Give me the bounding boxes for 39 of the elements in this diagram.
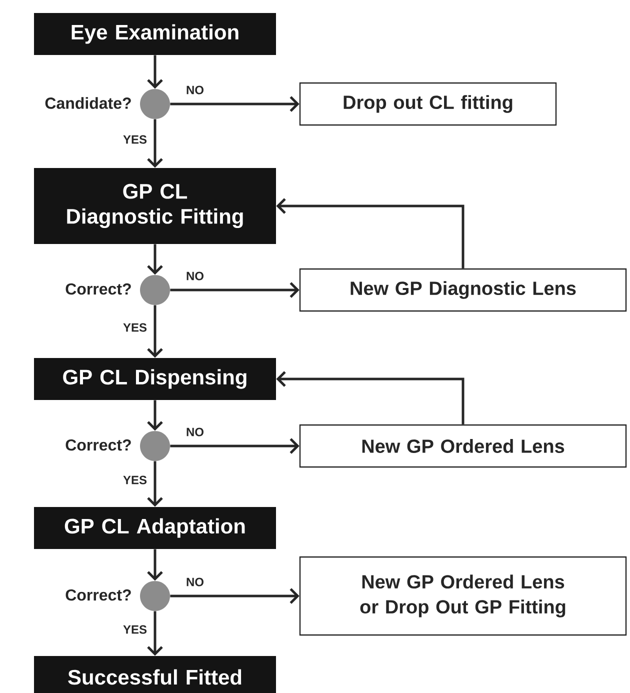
arrow <box>170 282 300 298</box>
arrow <box>147 119 163 168</box>
outcome-box: Drop out CL fitting <box>299 82 557 126</box>
arrow <box>170 96 300 112</box>
arrow <box>276 198 464 268</box>
arrow <box>147 611 163 656</box>
outcome-box: New GP Diagnostic Lens <box>299 268 627 312</box>
edge-label: NO <box>185 426 205 438</box>
question-label: Candidate? <box>45 97 131 109</box>
question-label: Correct? <box>66 589 131 601</box>
arrow <box>147 244 163 275</box>
edge-label: NO <box>185 270 205 282</box>
edge-label: YES <box>122 474 148 486</box>
edge-label: YES <box>122 624 148 635</box>
question-label: Correct? <box>66 439 131 451</box>
arrow <box>170 588 300 604</box>
decision-circle <box>140 89 170 119</box>
process-box: GP CL Dispensing <box>34 358 276 400</box>
process-box: Successful Fitted <box>34 656 276 693</box>
decision-circle <box>140 581 170 611</box>
process-box: Eye Examination <box>34 13 276 55</box>
outcome-box: New GP Ordered Lens or Drop Out GP Fitting <box>299 556 627 636</box>
process-box: GP CL Diagnostic Fitting <box>34 168 276 244</box>
arrow <box>147 305 163 358</box>
question-label: Correct? <box>66 283 131 295</box>
edge-label: NO <box>185 576 205 588</box>
process-box: GP CL Adaptation <box>34 507 276 549</box>
edge-label: NO <box>185 84 205 96</box>
arrow <box>147 55 163 89</box>
edge-label: YES <box>122 322 148 333</box>
arrow <box>147 549 163 581</box>
arrow <box>170 438 300 454</box>
edge-label: YES <box>122 134 148 145</box>
outcome-box: New GP Ordered Lens <box>299 424 627 468</box>
decision-circle <box>140 275 170 305</box>
arrow <box>276 371 464 424</box>
arrow <box>147 400 163 431</box>
arrow <box>147 461 163 507</box>
decision-circle <box>140 431 170 461</box>
